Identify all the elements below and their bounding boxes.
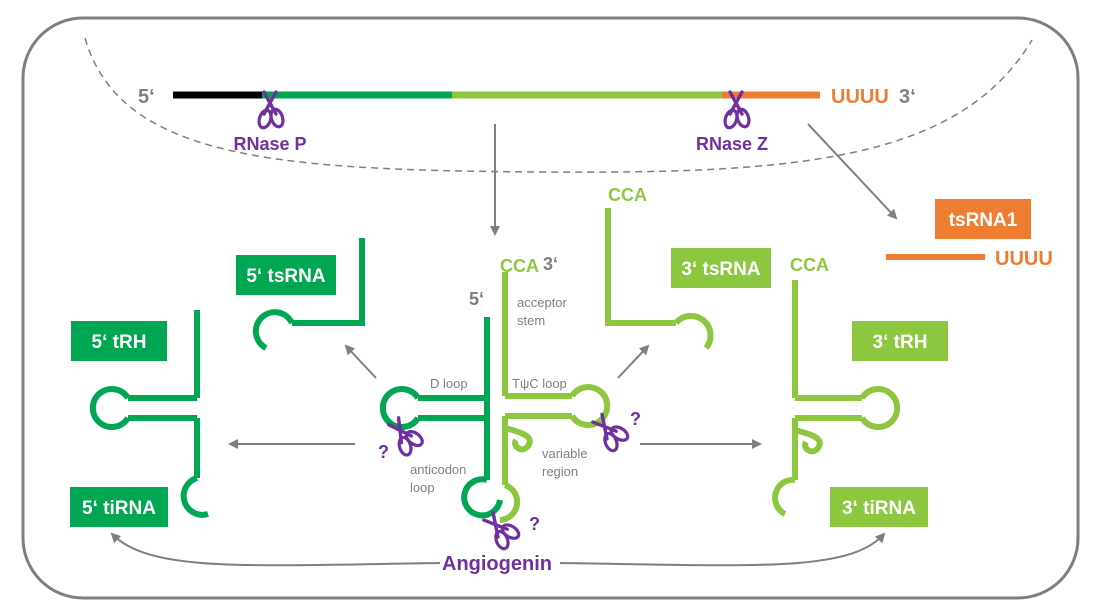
- mature-trna: [379, 272, 611, 523]
- tsrna5-fragment: [252, 238, 365, 351]
- anticodon-loop-label-1: anticodon: [410, 462, 466, 477]
- tsrna3-cca: CCA: [608, 185, 647, 205]
- tsrna1-arrow: [807, 123, 898, 220]
- mature-5-end: 5‘: [469, 289, 484, 309]
- trh3-label: 3‘ tRH: [873, 332, 928, 353]
- angiogenin-arrow-right: [559, 532, 886, 567]
- cell-boundary: [21, 16, 1080, 600]
- tsrna5-box: [236, 255, 336, 295]
- trh3-box: [852, 321, 948, 361]
- tsrna3-label: 3‘ tsRNA: [681, 259, 760, 280]
- mature-3-end: 3‘: [543, 254, 558, 274]
- trh5-label: 5‘ tRH: [92, 332, 147, 353]
- tsrna1-box: [935, 199, 1031, 239]
- precursor-trna: 5‘ UUUU 3‘: [138, 86, 916, 108]
- tirna3-label: 3‘ tiRNA: [842, 498, 916, 519]
- tsrna5-arrow: [344, 344, 377, 379]
- trh3-cca: CCA: [790, 255, 829, 275]
- d-loop-label: D loop: [430, 376, 468, 391]
- anticodon-question: ?: [529, 514, 540, 534]
- t-loop: [569, 384, 611, 428]
- trh3-fragment: [772, 280, 901, 517]
- angiogenin-label: Angiogenin: [442, 553, 552, 575]
- variable-region-label-1: variable: [542, 446, 588, 461]
- t-loop-scissors-icon: [585, 406, 635, 457]
- tsrna1-tail: UUUU: [995, 248, 1053, 270]
- d-loop-question: ?: [378, 442, 389, 462]
- trh5-fragment: [89, 310, 209, 518]
- anticodon-loop-label-2: loop: [410, 480, 435, 495]
- precursor-trailer-label: UUUU: [831, 86, 889, 108]
- rnase-p-label: RNase P: [233, 134, 306, 154]
- trh5-box: [71, 321, 167, 361]
- d-loop: [379, 386, 421, 430]
- angiogenin-arrow-left: [110, 532, 441, 567]
- tsrna3-fragment: [605, 208, 714, 350]
- tirna5-label: 5‘ tiRNA: [82, 498, 156, 519]
- tirna5-box: [70, 487, 168, 527]
- tsrna5-label: 5‘ tsRNA: [246, 266, 325, 287]
- tsrna1-label: tsRNA1: [949, 210, 1018, 231]
- precursor-3-end: 3‘: [899, 86, 916, 108]
- tsrna3-box: [671, 248, 771, 288]
- tsrna3-arrow: [617, 344, 650, 379]
- rnase-z-label: RNase Z: [696, 134, 768, 154]
- anticodon-loop-5: [461, 476, 503, 519]
- t-loop-label: TψC loop: [512, 376, 567, 391]
- nucleus-boundary: [84, 37, 1033, 173]
- precursor-5-end: 5‘: [138, 86, 155, 108]
- acceptor-stem-label-1: acceptor: [517, 295, 568, 310]
- t-loop-question: ?: [630, 409, 641, 429]
- anticodon-loop-3: [499, 482, 521, 523]
- variable-region-label-2: region: [542, 464, 578, 479]
- mature-cca: CCA: [500, 256, 539, 276]
- tirna3-box: [830, 487, 928, 527]
- acceptor-stem-label-2: stem: [517, 313, 545, 328]
- variable-loop: [502, 416, 533, 485]
